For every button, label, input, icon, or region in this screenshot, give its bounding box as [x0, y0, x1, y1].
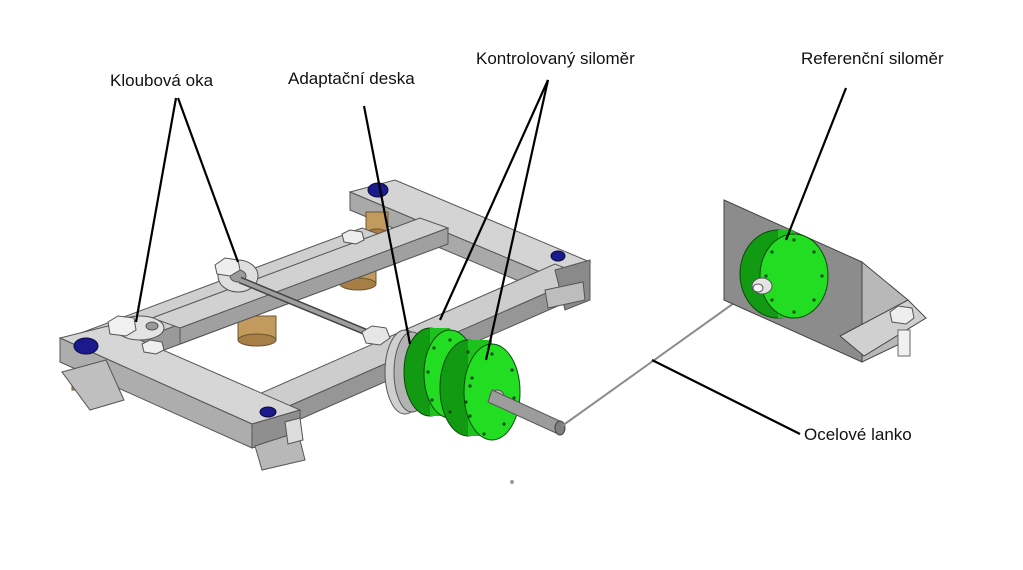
leader-cable	[651, 359, 801, 435]
front-left-cap-blue	[73, 337, 99, 355]
label-steel-cable: Ocelové lanko	[804, 425, 912, 444]
stray-dot	[510, 480, 514, 484]
tie-rod	[238, 276, 391, 346]
leader-eyes-1	[134, 97, 178, 323]
label-adaptation-plate: Adaptační deska	[288, 69, 415, 88]
frame-bolt-heads	[141, 229, 365, 355]
label-rod-eyes: Kloubová oka	[110, 71, 214, 90]
leader-eyes-2	[176, 97, 240, 263]
leader-tested-1	[438, 79, 550, 321]
output-shaft	[487, 389, 566, 436]
frame-front-beam	[58, 325, 306, 471]
label-reference-load-cell: Referenční siloměr	[801, 49, 944, 68]
leader-tested-2	[484, 79, 550, 361]
label-tested-load-cell: Kontrolovaný siloměr	[476, 49, 635, 68]
frame-middle-rail	[150, 217, 450, 345]
front-right-cap-blue	[259, 406, 277, 418]
leader-reference	[784, 87, 848, 241]
rod-eye-front	[107, 315, 165, 341]
back-end-cap-blue	[367, 182, 389, 198]
steel-cable	[561, 287, 756, 427]
reference-load-cell	[739, 229, 829, 319]
leader-plate	[362, 105, 412, 345]
tested-load-cell	[403, 327, 521, 441]
right-end-cap-blue	[550, 250, 566, 262]
